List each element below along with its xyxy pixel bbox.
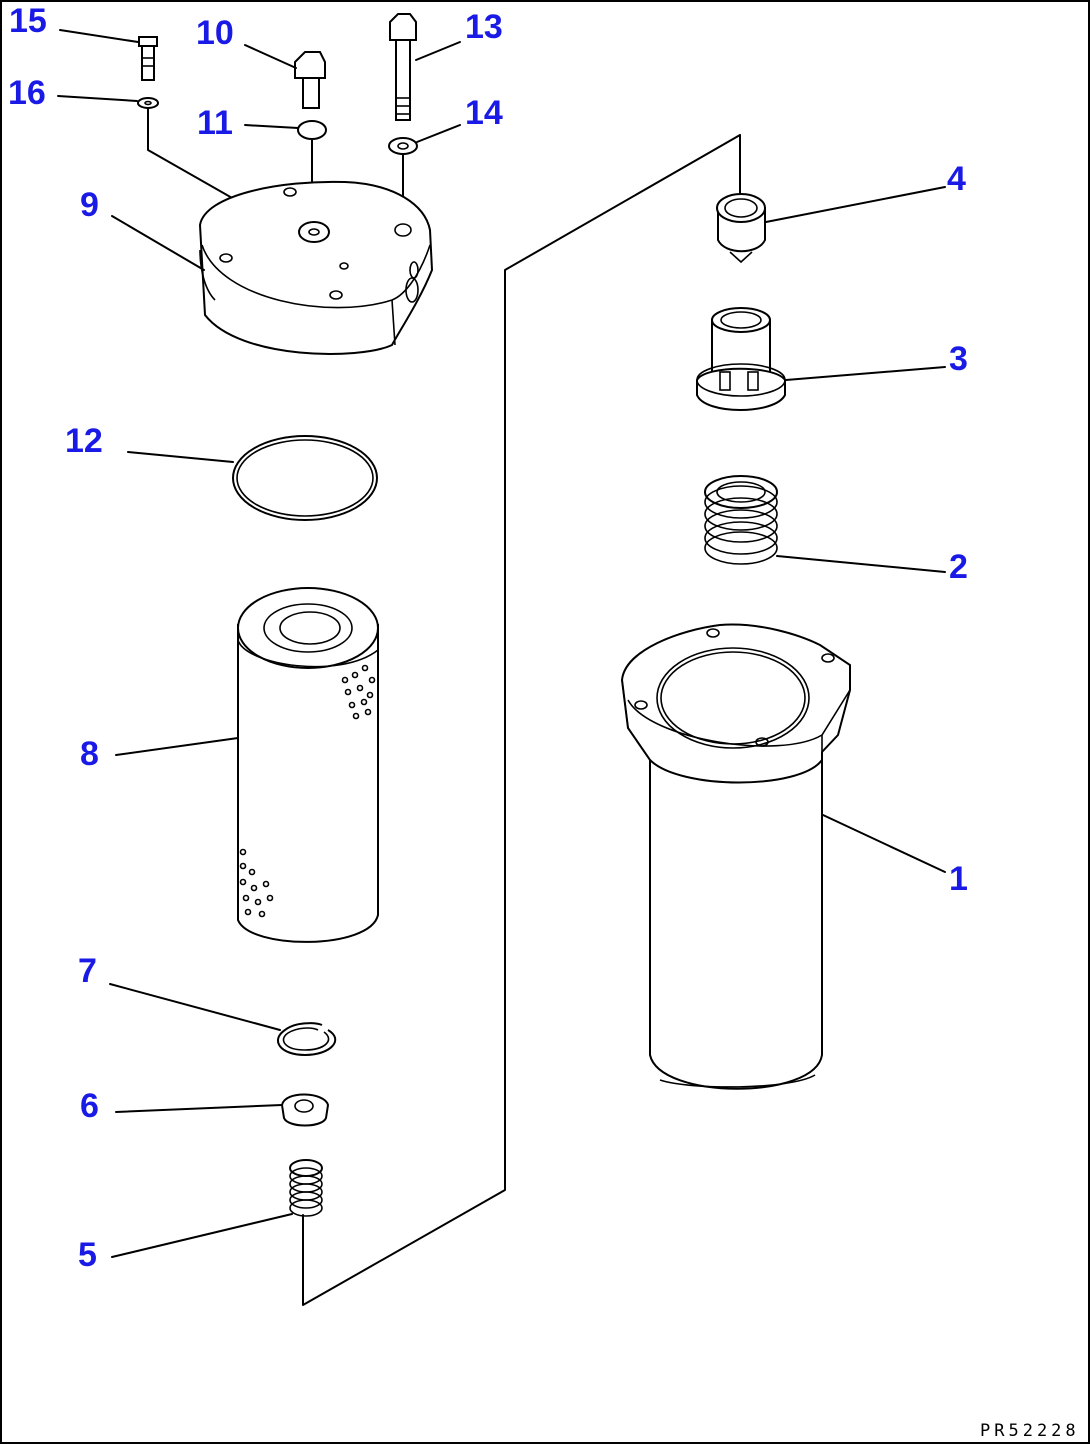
callout-2: 2 <box>949 548 968 586</box>
part-4-cap <box>716 193 766 264</box>
part-3-valve <box>696 307 786 411</box>
callout-11: 11 <box>197 104 233 142</box>
part-2-spring <box>704 475 778 565</box>
callout-12: 12 <box>65 422 103 460</box>
part-7-snap-ring <box>277 1022 337 1057</box>
callout-3: 3 <box>949 340 968 378</box>
part-6-seat <box>280 1093 330 1127</box>
callout-10: 10 <box>196 14 234 52</box>
part-10-bolt <box>294 51 326 109</box>
leader-lines <box>57 29 946 1258</box>
callout-8: 8 <box>80 735 99 773</box>
part-15-small-bolt <box>138 36 158 81</box>
part-1-filter-case <box>620 623 851 1090</box>
filter-perforations-top <box>341 664 376 720</box>
part-12-o-ring <box>232 435 378 521</box>
callout-5: 5 <box>78 1236 97 1274</box>
part-8-filter-element <box>237 587 379 943</box>
callout-7: 7 <box>78 952 97 990</box>
part-13-long-bolt <box>389 13 417 121</box>
callout-4: 4 <box>947 160 966 198</box>
callout-14: 14 <box>465 94 503 132</box>
filter-perforations-bottom <box>239 848 274 918</box>
callout-15: 15 <box>9 2 47 40</box>
callout-1: 1 <box>949 860 968 898</box>
part-9-filter-head <box>198 180 434 355</box>
callout-6: 6 <box>80 1087 99 1125</box>
callout-16: 16 <box>8 74 46 112</box>
callout-13: 13 <box>465 8 503 46</box>
drawing-code: PR52228 <box>980 1421 1080 1441</box>
assembly-guide-path <box>302 134 741 1306</box>
part-5-spring <box>289 1159 323 1217</box>
callout-9: 9 <box>80 186 99 224</box>
